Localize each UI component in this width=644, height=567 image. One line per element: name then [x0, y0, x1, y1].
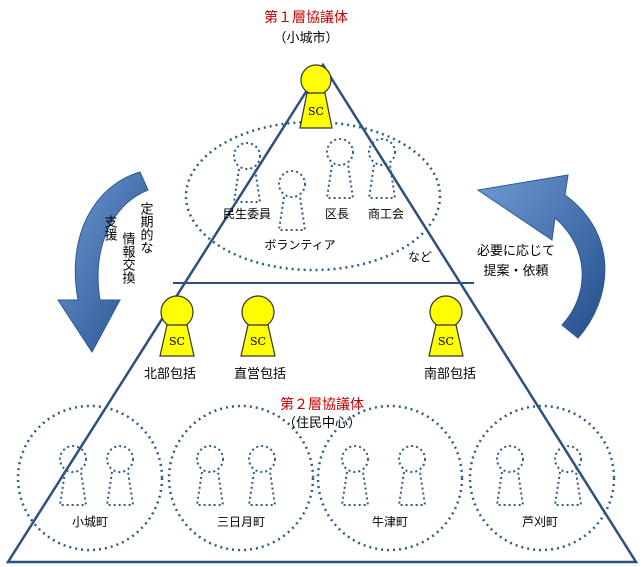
- ushizu-person-icon: [398, 445, 426, 506]
- chokuei-label: 直営包括: [234, 367, 286, 382]
- left-curved-arrow-icon: [57, 171, 149, 353]
- ashikari-town-circle: [468, 404, 616, 552]
- chokuei-sc-person-icon: [240, 295, 276, 357]
- tier2-subtitle: （住民中心）: [283, 416, 361, 431]
- ogi-person-icon: [106, 445, 134, 506]
- right-curved-arrow-icon: [476, 174, 606, 339]
- kucho-label: 区長: [325, 207, 349, 221]
- ushizu-person-icon: [341, 445, 369, 506]
- nanbu-sc-label: SC: [438, 335, 454, 348]
- hokubu-sc-person-icon: [159, 295, 195, 357]
- shokokai-person-icon: [368, 138, 396, 199]
- minsei-label: 民生委員: [223, 207, 271, 221]
- tier1-sc-person-icon: [299, 64, 333, 129]
- town-label-mikazuki: 三日月町: [217, 515, 265, 529]
- hokubu-sc-label: SC: [169, 335, 185, 348]
- volunteer-label: ボランティア: [264, 238, 335, 252]
- tier1-title: 第１層協議体: [264, 9, 348, 26]
- left-arrow-text-3: 支援: [102, 215, 118, 241]
- ogi-town-circle: [16, 404, 164, 552]
- chokuei-sc-label: SC: [250, 335, 266, 348]
- tier1-sc-label: SC: [308, 105, 324, 118]
- ushizu-town-circle: [316, 404, 464, 552]
- ashikari-person-icon: [496, 445, 524, 506]
- mikazuki-person-icon: [248, 445, 276, 506]
- nanbu-sc-person-icon: [428, 295, 464, 357]
- mikazuki-person-icon: [196, 445, 224, 506]
- tier1-subtitle: （小城市）: [273, 30, 338, 46]
- town-label-ogi: 小城町: [72, 515, 108, 529]
- volunteer-person-icon: [278, 170, 306, 231]
- right-arrow-text-2: 提案・依頼: [483, 263, 548, 279]
- tier2-title: 第２層協議体: [280, 396, 364, 413]
- town-label-ashikari: 芦刈町: [522, 515, 558, 529]
- hokubu-label: 北部包括: [144, 367, 196, 382]
- left-arrow-text-1: 定期的な: [138, 202, 154, 254]
- left-arrow-text-2: 情報交換: [120, 232, 136, 285]
- nado-label: など: [408, 250, 432, 264]
- mikazuki-town-circle: [167, 404, 315, 552]
- town-label-ushizu: 牛津町: [372, 514, 408, 529]
- shokokai-label: 商工会: [368, 206, 404, 221]
- right-arrow-text-1: 必要に応じて: [477, 244, 555, 259]
- kucho-person-icon: [326, 138, 354, 199]
- nanbu-label: 南部包括: [424, 366, 476, 382]
